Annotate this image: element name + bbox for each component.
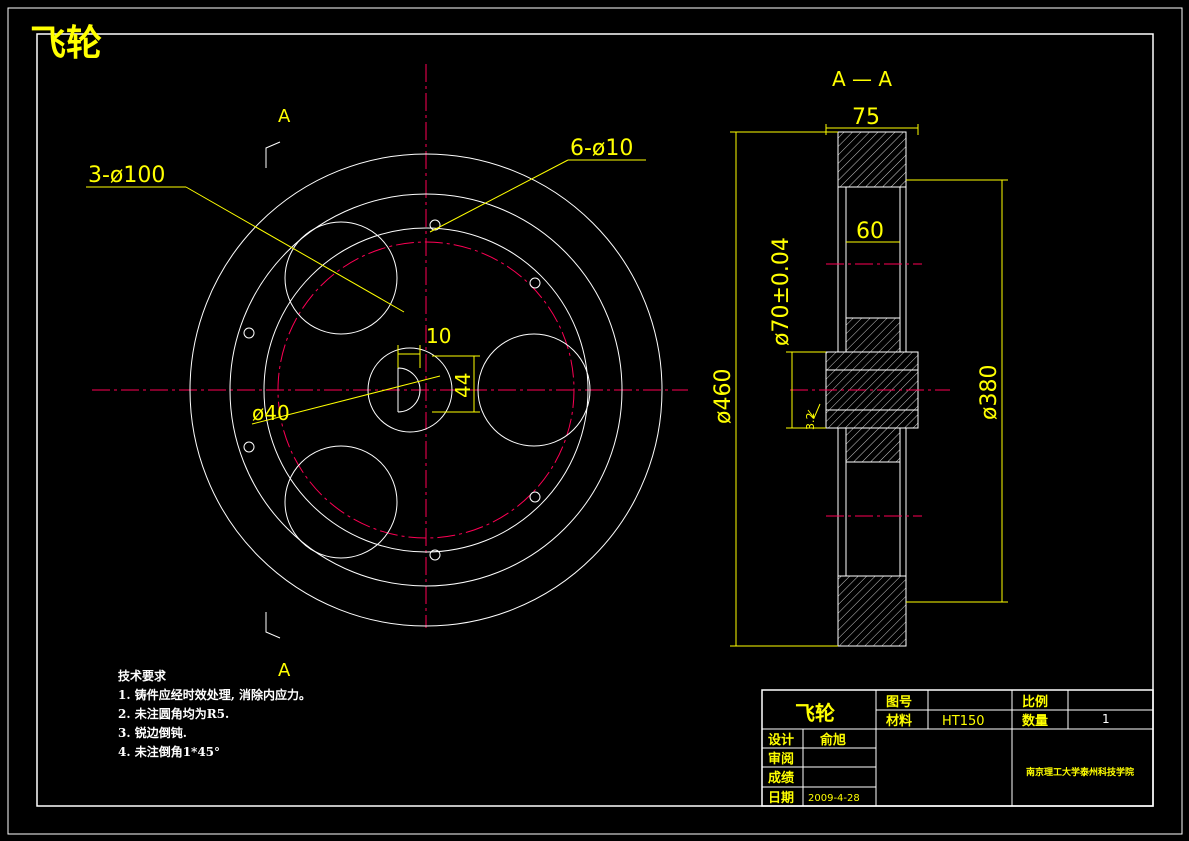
cut-label-top: A — [278, 106, 291, 127]
front-view: 3-ø100 6-ø10 ø40 10 44 A A — [86, 64, 688, 681]
bolt-hole — [429, 549, 441, 561]
material-label: 材料 — [886, 713, 912, 729]
note-item: 1. 铸件应经时效处理, 消除内应力。 — [118, 688, 312, 702]
corner-title: 飞轮 — [30, 23, 103, 64]
web-circle — [263, 227, 589, 553]
profile-outline — [826, 132, 839, 353]
leader-large-holes — [185, 186, 405, 313]
cut-mark-top — [265, 141, 281, 168]
review-label: 审阅 — [768, 751, 794, 767]
technical-notes: 技术要求 1. 铸件应经时效处理, 消除内应力。 2. 未注圆角均为R5. 3.… — [118, 667, 311, 762]
leader-bore — [251, 375, 441, 425]
quantity-label: 数量 — [1022, 713, 1048, 729]
keyed-bore — [397, 367, 421, 413]
lightening-hole — [284, 445, 398, 559]
grade-label: 成绩 — [768, 770, 794, 786]
rim-outer-circle — [189, 153, 663, 627]
outer-border — [7, 7, 1183, 835]
profile-outline — [905, 132, 918, 353]
dim-large-holes-label: 3-ø100 — [88, 163, 165, 188]
roughness-symbol — [807, 403, 821, 419]
note-item: 2. 未注圆角均为R5. — [118, 707, 230, 721]
lightening-hole — [284, 221, 398, 335]
material-value: HT150 — [942, 714, 985, 729]
leader-small-holes — [429, 159, 569, 233]
title-block: 飞轮 图号 比例 材料 HT150 数量 1 设计 俞旭 审阅 成绩 日期 20… — [761, 689, 1154, 807]
profile-outline — [826, 427, 839, 646]
bolt-hole — [243, 327, 255, 339]
cut-label-bottom: A — [278, 660, 291, 681]
dim-inner-label: ø380 — [977, 365, 1002, 420]
bolt-hole — [243, 441, 255, 453]
note-item: 3. 锐边倒钝. — [118, 726, 187, 740]
bolt-pitch-circle — [277, 241, 575, 539]
bolt-hole — [529, 277, 541, 289]
quantity-value: 1 — [1102, 712, 1110, 726]
dim-outer-label: ø460 — [711, 369, 736, 424]
designer-name: 俞旭 — [819, 732, 846, 748]
dim-keyway-depth-label: 44 — [451, 373, 475, 398]
rim-section-bottom — [837, 575, 907, 647]
drawing-no-label: 图号 — [886, 695, 912, 710]
part-name: 飞轮 — [795, 701, 835, 725]
dim-web-label: 60 — [856, 219, 884, 244]
dim-small-holes-label: 6-ø10 — [570, 136, 633, 161]
school-name: 南京理工大学泰州科技学院 — [1026, 766, 1134, 778]
rim-section-top — [837, 131, 907, 188]
bolt-hole — [529, 491, 541, 503]
note-item: 4. 未注倒角1*45° — [118, 745, 221, 759]
dim-width-label: 75 — [852, 105, 880, 130]
notes-heading: 技术要求 — [118, 669, 167, 683]
hub-circle — [367, 347, 453, 433]
web-section-top — [845, 317, 901, 353]
rim-inner-circle — [229, 193, 623, 587]
date-value: 2009-4-28 — [808, 793, 860, 804]
dim-keyway-width-label: 10 — [426, 324, 451, 348]
profile-outline — [905, 427, 918, 646]
section-view: A — A 75 60 — [711, 67, 1008, 647]
dim-hub-label: ø70±0.04 — [769, 237, 794, 346]
date-label: 日期 — [768, 791, 794, 806]
dim-bore-label: ø40 — [252, 401, 290, 425]
scale-label: 比例 — [1022, 694, 1048, 710]
lightening-hole — [477, 333, 591, 447]
bolt-hole — [429, 219, 441, 231]
inner-frame — [36, 33, 1154, 807]
design-label: 设计 — [768, 732, 794, 748]
section-label: A — A — [832, 67, 892, 91]
web-section-bottom — [845, 427, 901, 463]
cut-mark-bottom — [265, 612, 281, 639]
